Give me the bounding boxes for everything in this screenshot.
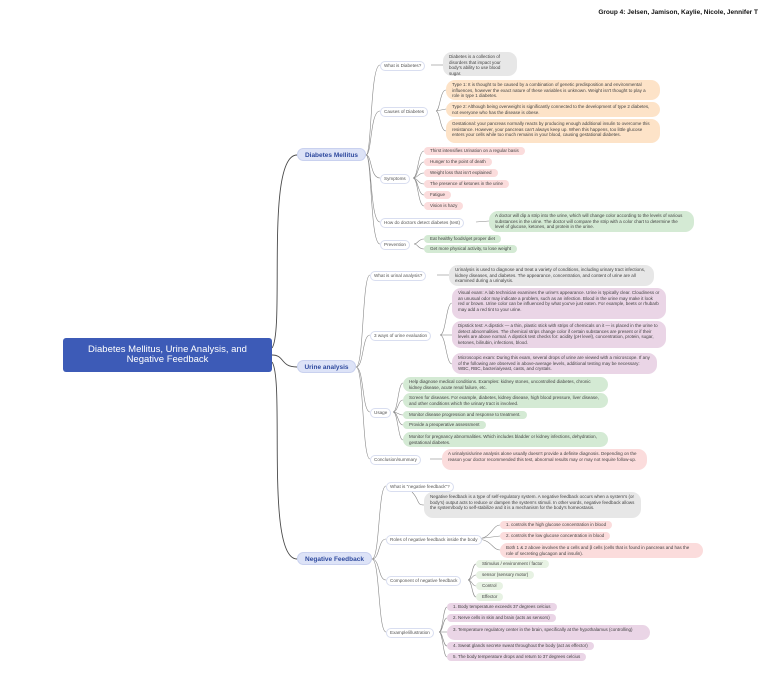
example-item: 1. Body temperature exceeds 37 degrees c…	[447, 603, 557, 611]
urinal-analysis-text: Urinalysis is used to diagnose and treat…	[449, 265, 654, 286]
component-item: Stimulus / environment / factor	[476, 560, 549, 568]
symptom-item: The presence of ketones in the urine	[424, 180, 510, 188]
prevention-item: Get more physical activity, to lose weig…	[424, 245, 517, 253]
component-item: Control	[476, 582, 503, 590]
subtopic-symptoms[interactable]: Symptoms	[380, 174, 410, 184]
symptom-item: Weight loss that isn't explained	[424, 169, 498, 177]
microscopic-exam: Microscopic exam: During this exam, seve…	[452, 353, 657, 374]
subtopic-usage[interactable]: Usage	[370, 408, 392, 418]
symptom-item: Thirst intensifies Urination on a regula…	[424, 147, 525, 155]
usage-item: Monitor for pregnancy abnormalities. Whi…	[403, 432, 608, 447]
example-item: 3. Temperature regulatory center in the …	[447, 625, 650, 640]
topic-negative-feedback[interactable]: Negative Feedback	[297, 552, 372, 565]
usage-item: Provide a preoperative assessment	[403, 421, 486, 429]
example-item: 2. Nerve cells in skin and brain (acts a…	[447, 614, 556, 622]
cause-gestational: Gestational: your pancreas normally reac…	[446, 119, 660, 143]
component-item: sensor (sensory motor)	[476, 571, 535, 579]
component-item: Effector	[476, 593, 504, 601]
topic-diabetes-mellitus[interactable]: Diabetes Mellitus	[297, 148, 366, 161]
negative-feedback-text: Negative feedback is a type of self-regu…	[424, 492, 641, 518]
subtopic-what-is-diabetes[interactable]: What is Diabetes?	[380, 61, 426, 71]
visual-exam: Visual exam: A lab technician examines t…	[452, 288, 666, 319]
subtopic-prevention[interactable]: Prevention	[380, 240, 410, 250]
symptom-item: Fatigue	[424, 191, 452, 199]
subtopic-urine-evaluation-ways[interactable]: 3 ways of urine evaluation	[370, 331, 432, 341]
role-item: 2. controls the low glucose concentratio…	[500, 532, 611, 540]
root-topic[interactable]: Diabetes Mellitus, Urine Analysis, and N…	[63, 338, 272, 372]
cause-type-1: Type 1: It is thought to be caused by a …	[446, 80, 660, 100]
role-item: 1. controls the high glucose concentrati…	[500, 521, 613, 529]
subtopic-detect-diabetes[interactable]: How do doctors detect diabetes (test)	[380, 218, 465, 228]
dipstick-test: Dipstick test: A dipstick — a thin, plas…	[452, 321, 666, 348]
example-item: 4. Sweat glands secrete sweat throughout…	[447, 642, 594, 650]
cause-type-2: Type 2: Although being overweight is sig…	[446, 102, 660, 117]
detect-diabetes-text: A doctor will dip a strip into the urine…	[489, 211, 694, 232]
usage-item: Help diagnose medical conditions. Exampl…	[403, 377, 608, 392]
topic-urine-analysis[interactable]: Urine analysis	[297, 360, 356, 373]
symptom-item: Hunger to the point of death	[424, 158, 492, 166]
subtopic-conclusion[interactable]: Conclusion/summary	[370, 455, 421, 465]
subtopic-roles-of-negative-feedback[interactable]: Roles of negative feedback inside the bo…	[386, 535, 482, 545]
conclusion-text: A urinalysis/urine analysis alone usuall…	[442, 449, 647, 470]
what-is-diabetes-text: Diabetes is a collection of disorders th…	[443, 52, 517, 76]
prevention-item: Eat healthy foods/get proper diet	[424, 235, 502, 243]
subtopic-what-is-urinal-analysis[interactable]: What is urinal analysis?	[370, 271, 427, 281]
example-item: 5. The body temperature drops and return…	[447, 653, 587, 661]
role-item: Both 1 & 2 above involves the α cells an…	[500, 543, 703, 558]
subtopic-what-is-negative-feedback[interactable]: What is "negative feedback"?	[386, 482, 454, 492]
subtopic-example[interactable]: Example/illustration	[386, 628, 434, 638]
subtopic-causes-of-diabetes[interactable]: Causes of Diabetes	[380, 107, 429, 117]
usage-item: Screen for diseases. For example, diabet…	[403, 393, 608, 408]
usage-item: Monitor disease progression and response…	[403, 411, 527, 419]
subtopic-components[interactable]: Component of negative feedback	[386, 576, 462, 586]
group-header: Group 4: Jelsen, Jamison, Kaylie, Nicole…	[598, 9, 758, 16]
symptom-item: Vision is hazy	[424, 202, 464, 210]
